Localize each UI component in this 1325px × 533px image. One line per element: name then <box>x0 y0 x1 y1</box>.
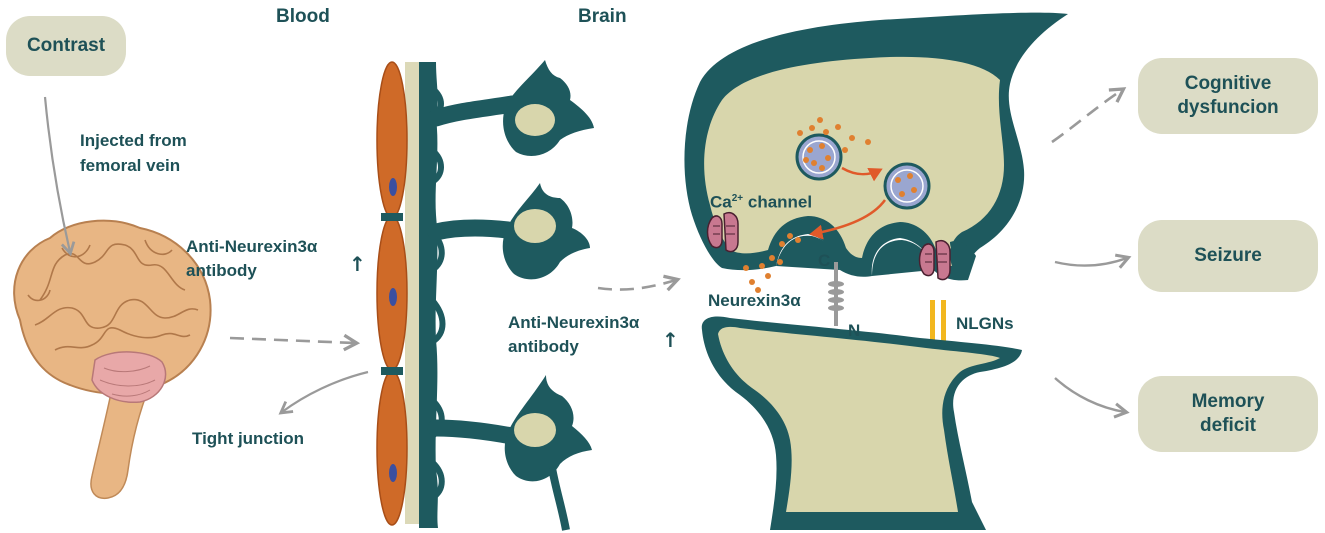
outcome-cognitive-box: Cognitive dysfuncion <box>1138 58 1318 134</box>
endothelial-cell <box>376 370 408 526</box>
nlgns-label: NLGNs <box>956 314 1014 333</box>
antibody-mid-line2: antibody <box>508 337 579 356</box>
dashed-arrow-to-bbb <box>229 333 361 352</box>
outcome-seizure-line1: Seizure <box>1194 245 1262 266</box>
dashed-arrow-cognitive <box>1051 87 1127 144</box>
nucleus <box>389 464 397 482</box>
presynaptic-terminal <box>684 12 1068 281</box>
increase-arrow-mid: ↑ <box>662 328 679 352</box>
tight-junction-arrow <box>278 370 369 415</box>
nucleus <box>389 178 397 196</box>
brain-illustration <box>13 219 212 500</box>
arrow-seizure <box>1054 253 1132 269</box>
brain-label: Brain <box>578 6 627 27</box>
nucleus <box>389 288 397 306</box>
arrow-memory <box>1054 377 1130 419</box>
antibody-mid-label: Anti-Neurexin3α antibody <box>508 312 639 357</box>
tight-junction <box>381 367 403 375</box>
ca-channel-label: Ca2+ channel <box>710 188 812 213</box>
contrast-box: Contrast <box>6 16 126 76</box>
outcome-memory-line1: Memory <box>1191 391 1265 412</box>
increase-arrow-left: ↑ <box>349 252 366 276</box>
antibody-left-line2: antibody <box>186 261 257 280</box>
injected-line2: femoral vein <box>80 156 181 175</box>
neurexin-protein <box>828 262 844 326</box>
outcome-memory-line2: deficit <box>1200 415 1256 436</box>
outcome-memory-box: Memory deficit <box>1138 376 1318 452</box>
astrocyte-bottom <box>427 375 592 531</box>
outcome-cognitive-line2: dysfuncion <box>1177 97 1279 118</box>
vesicle-transport-arrow <box>841 166 883 182</box>
outcome-cognitive-line1: Cognitive <box>1184 73 1272 94</box>
injected-line1: Injected from <box>80 131 187 150</box>
blood-brain-barrier <box>376 61 446 528</box>
injected-label: Injected from femoral vein <box>80 130 187 176</box>
injection-arrow <box>43 96 76 257</box>
n-terminal-label: N <box>848 321 861 340</box>
synaptic-vesicle <box>883 162 931 210</box>
calcium-channel <box>918 240 951 281</box>
antibody-mid-line1: Anti-Neurexin3α <box>508 313 640 332</box>
release-arrow <box>809 199 887 240</box>
calcium-channel <box>706 212 739 253</box>
antibody-left-line1: Anti-Neurexin3α <box>186 237 318 256</box>
antibody-left-label: Anti-Neurexin3α antibody <box>186 236 317 281</box>
c-terminal-label: C <box>818 251 831 270</box>
contrast-label: Contrast <box>26 35 106 56</box>
postsynaptic-terminal <box>701 316 1022 530</box>
ca-channel-sup: 2+ <box>731 193 744 204</box>
outcome-seizure-box: Seizure <box>1138 220 1318 292</box>
tight-junction <box>381 213 403 221</box>
astrocyte-top <box>427 60 594 156</box>
blood-label: Blood <box>276 6 330 27</box>
synaptic-vesicle <box>795 133 843 181</box>
tight-junction-label: Tight junction <box>192 429 305 448</box>
neurotransmitter-dots <box>743 117 871 293</box>
ca-channel-suffix: channel <box>743 192 813 212</box>
ca-channel-prefix: Ca <box>710 192 732 212</box>
dashed-arrow-to-synapse <box>597 274 681 292</box>
neurexin-label: Neurexin3α <box>708 291 801 310</box>
astrocyte-middle <box>427 183 590 280</box>
